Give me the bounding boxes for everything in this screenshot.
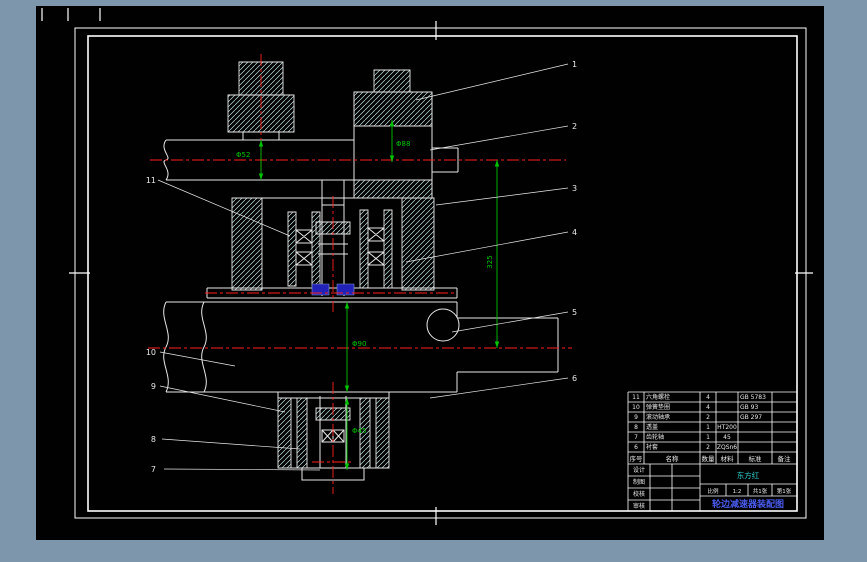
- part-qty: 4: [706, 394, 710, 401]
- dim-label-axle: Φ90: [352, 340, 366, 348]
- part-no: 11: [632, 394, 640, 401]
- callout-number: 11: [146, 176, 156, 185]
- part-name: 六角螺栓: [646, 393, 670, 401]
- blue-coupling-parts: [311, 283, 355, 296]
- role-draw: 制图: [633, 478, 645, 486]
- parts-header-material: 材料: [721, 454, 735, 463]
- role-design: 设计: [633, 466, 645, 474]
- centerlines: [148, 54, 572, 494]
- part-name: 衬套: [646, 443, 658, 451]
- part-qty: 2: [706, 444, 710, 451]
- callout-number: 4: [572, 228, 577, 237]
- drawing-frame: [41, 8, 813, 525]
- part-name: 齿轮轴: [646, 433, 664, 441]
- part-std: GB 93: [740, 404, 758, 411]
- role-approve: 审核: [633, 502, 645, 510]
- part-std: GB 297: [740, 414, 762, 421]
- scale-label: 比例: [707, 487, 719, 495]
- dim-label-center-distance: 325: [486, 255, 494, 268]
- part-no: 10: [632, 404, 640, 411]
- part-name: 透盖: [646, 423, 658, 431]
- part-qty: 1: [706, 434, 710, 441]
- part-no: 9: [634, 414, 638, 421]
- part-std: GB 5783: [740, 394, 766, 401]
- sheet-number: 第1张: [777, 487, 792, 495]
- parts-header-qty: 数量: [702, 454, 716, 463]
- dim-label-hub: Φ45: [352, 427, 366, 435]
- scale-value: 1:2: [733, 489, 742, 495]
- leader-lines: [157, 63, 569, 471]
- callout-number: 10: [146, 348, 156, 357]
- parts-header-std: 标准: [749, 454, 763, 463]
- part-no: 8: [634, 424, 638, 431]
- callout-number: 9: [151, 382, 156, 391]
- axle-boss-circle: [426, 308, 460, 342]
- parts-header-note: 备注: [778, 454, 792, 463]
- callouts: 1 2 3 4 5 6 11 10 9 8 7: [146, 60, 577, 474]
- dimensions: Φ52 Φ88 325 Φ90 Φ45: [236, 120, 500, 470]
- part-name: 滚动轴承: [646, 413, 670, 421]
- callout-number: 3: [572, 184, 577, 193]
- parts-header-no: 序号: [630, 454, 644, 463]
- part-qty: 4: [706, 404, 710, 411]
- callout-number: 1: [572, 60, 577, 69]
- part-material: HT200: [717, 424, 737, 431]
- part-no: 6: [634, 444, 638, 451]
- part-material: 45: [723, 434, 731, 441]
- role-check: 校核: [633, 490, 645, 498]
- callout-number: 7: [151, 465, 156, 474]
- parts-header-name: 名称: [666, 454, 680, 463]
- signature-rows: 设计 制图 校核 审核: [633, 466, 645, 510]
- title-block-grid: [627, 391, 798, 512]
- callout-number: 2: [572, 122, 577, 131]
- title-block: 11 六角螺栓 4 GB 5783 10 弹簧垫圈 4 GB 93 9 滚动轴承…: [627, 391, 798, 512]
- callout-number: 5: [572, 308, 577, 317]
- part-name: 弹簧垫圈: [646, 403, 670, 411]
- part-material: ZQSn6: [717, 444, 737, 451]
- part-qty: 2: [706, 414, 710, 421]
- dimension-lines: [260, 120, 498, 470]
- callout-number: 6: [572, 374, 577, 383]
- sheets-total: 共1张: [753, 487, 768, 495]
- parts-list: 11 六角螺栓 4 GB 5783 10 弹簧垫圈 4 GB 93 9 滚动轴承…: [630, 393, 792, 463]
- drawing-title: 轮边减速器装配图: [712, 498, 784, 510]
- centering-marks: [41, 8, 813, 525]
- dim-label-gear: Φ88: [396, 140, 410, 148]
- dim-label-shaft: Φ52: [236, 151, 250, 159]
- callout-number: 8: [151, 435, 156, 444]
- part-qty: 1: [706, 424, 710, 431]
- company-name: 东方红: [737, 470, 760, 480]
- part-no: 7: [634, 434, 638, 441]
